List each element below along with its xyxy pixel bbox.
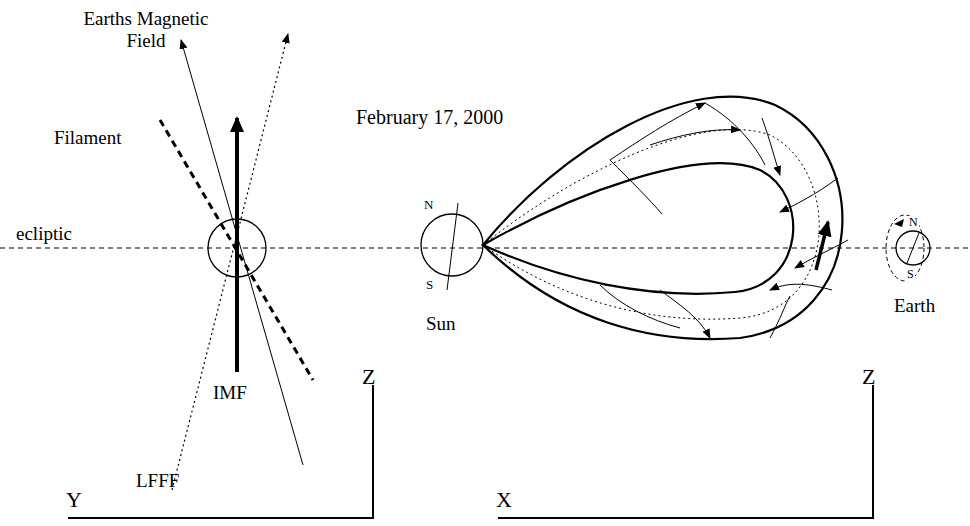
earth-axis: [907, 233, 919, 263]
lfff-label: LFFF: [136, 470, 179, 492]
body-label: Sun: [426, 314, 456, 335]
flux-rope-outer: [483, 97, 842, 340]
flux-rope-inner: [483, 163, 793, 293]
field-label: Earths Magnetic Field: [80, 8, 212, 52]
axis: [68, 385, 373, 518]
imf-label: IMF: [213, 382, 247, 404]
magnetosphere-outline: [886, 215, 924, 281]
field-arrow: [816, 222, 828, 270]
field-lines: [600, 103, 848, 338]
flux-rope-mid: [483, 130, 819, 320]
filament-label: Filament: [54, 127, 122, 149]
axis: [498, 385, 873, 518]
pole-label: S: [426, 278, 433, 292]
sun-axis: [447, 203, 458, 290]
earth-circle: [896, 231, 930, 265]
pole-label: N: [908, 216, 919, 229]
lfff-line: [172, 34, 288, 490]
earth-node: N S Earth: [880, 210, 960, 320]
pole-label: N: [424, 198, 433, 212]
imf-arrow: [235, 118, 239, 372]
body-label: Earth: [894, 296, 935, 317]
axis-label: Z: [362, 366, 375, 388]
pole-label: S: [906, 268, 915, 281]
axis-label: X: [496, 489, 512, 511]
sun-node: N S Sun: [410, 196, 494, 342]
earth-field-line: [181, 40, 303, 465]
diagram-title: February 17, 2000: [356, 106, 503, 128]
sun-circle: [421, 214, 483, 276]
axis-label: Z: [862, 366, 875, 388]
axis-label: Y: [66, 489, 82, 511]
dipole-arrow: [894, 219, 904, 227]
filament-line: [160, 120, 313, 380]
ecliptic-label: ecliptic: [16, 223, 72, 245]
